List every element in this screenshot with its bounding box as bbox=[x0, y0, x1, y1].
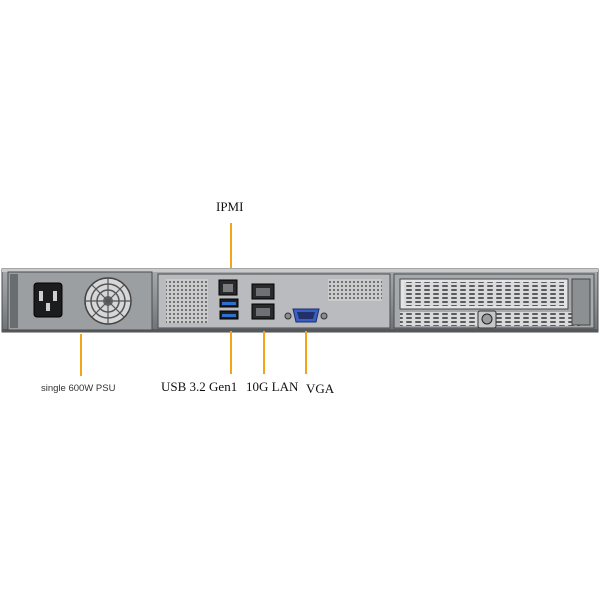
ipmi-label: IPMI bbox=[216, 199, 244, 214]
usb-label: USB 3.2 Gen1 bbox=[161, 379, 238, 394]
power-inlet bbox=[33, 282, 63, 318]
expansion-slot bbox=[393, 273, 595, 329]
vent-grille-left bbox=[166, 279, 208, 323]
vga-label: VGA bbox=[306, 381, 335, 396]
vent-grille-right bbox=[328, 279, 382, 301]
lan-label: 10G LAN bbox=[246, 379, 299, 394]
psu-module bbox=[7, 271, 153, 331]
vga-port bbox=[284, 308, 328, 323]
io-panel bbox=[157, 273, 391, 329]
psu-label: single 600W PSU bbox=[41, 383, 116, 394]
